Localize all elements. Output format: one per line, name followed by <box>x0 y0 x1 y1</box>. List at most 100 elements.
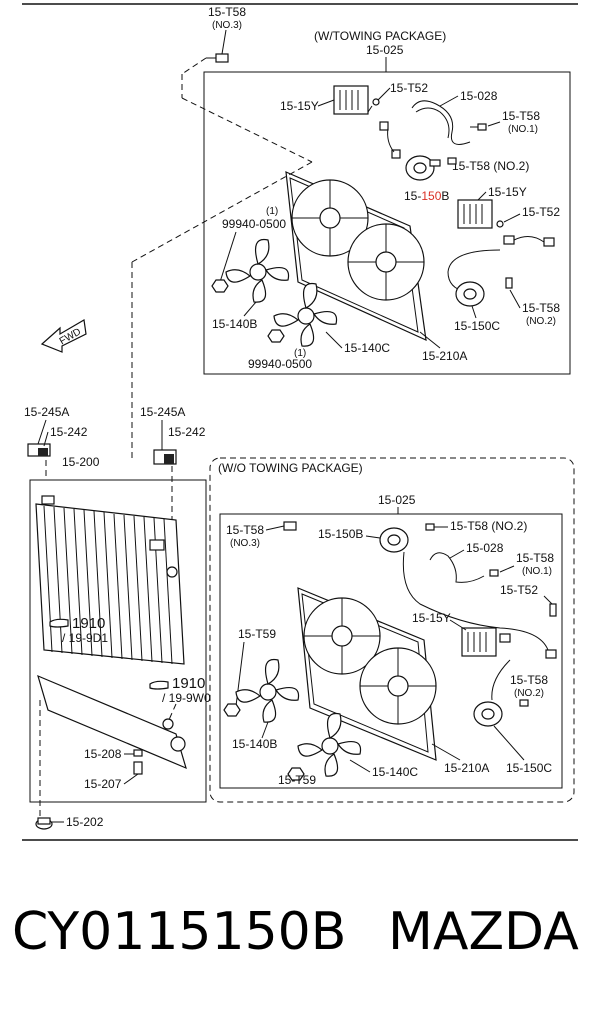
no-towing-inner-frame <box>219 513 563 789</box>
fan-motor-icon-150b-no-towing <box>379 527 409 553</box>
bracket-icon-245a-right <box>153 449 177 465</box>
brand-name: MAZDA <box>388 902 579 962</box>
label-99940-0500-towing-a: 99940-0500 <box>222 217 286 231</box>
label-15-200: 15-200 <box>62 455 100 469</box>
label-15-140c-no-towing: 15-140C <box>372 765 418 779</box>
bolt-icon-t58-no2a <box>447 157 457 165</box>
label-15-150b-towing: 15-150B <box>404 189 449 203</box>
relay-module-icon-a <box>333 85 369 115</box>
fan-blade-icon-140c-towing <box>273 282 338 347</box>
label-15-t52-towing-b: 15-T52 <box>522 205 560 219</box>
svg-text:(NO.1): (NO.1) <box>522 566 552 577</box>
bolt-icon-t58-no2b <box>505 277 513 289</box>
svg-text:/ 19-9D1: / 19-9D1 <box>62 631 108 645</box>
label-15-t58-no2-no-towing-b: 15-T58 <box>510 673 548 687</box>
bolt-icon-t58-no1-no-towing <box>489 569 499 577</box>
bolt-icon-t58-no2b-no-towing <box>519 699 529 707</box>
label-15-t59-no-towing-b: 15-T59 <box>278 773 316 787</box>
fwd-label: FWD <box>58 326 83 347</box>
part-number: CY0115150B <box>12 902 347 962</box>
label-15-025-towing: 15-025 <box>366 43 404 57</box>
label-15-140b-towing: 15-140B <box>212 317 257 331</box>
label-15-140c-towing: 15-140C <box>344 341 390 355</box>
connector-icon-b <box>503 235 555 247</box>
nut-icon-140c-towing <box>267 329 285 343</box>
svg-text:(NO.3): (NO.3) <box>230 538 260 549</box>
label-15-025-no-towing: 15-025 <box>378 493 416 507</box>
forward-arrow-icon: FWD <box>40 319 87 353</box>
label-15-t59-no-towing-a: 15-T59 <box>238 627 276 641</box>
no-towing-package-frame <box>209 457 575 803</box>
wiring-harness-icon-towing <box>411 100 471 145</box>
label-15-208: 15-208 <box>84 747 122 761</box>
relay-module-icon-no-towing <box>461 627 557 659</box>
label-99940-0500-towing-b: 99940-0500 <box>248 357 312 371</box>
fan-blade-icon-140b-towing <box>225 238 290 303</box>
nut-icon-140b-towing <box>211 279 229 293</box>
svg-text:/ 19-9W0: / 19-9W0 <box>162 691 211 705</box>
no-towing-section-title: (W/O TOWING PACKAGE) <box>218 461 363 475</box>
fan-motor-icon-150c-towing <box>455 281 485 307</box>
svg-text:(NO.1): (NO.1) <box>508 124 538 135</box>
label-15-210a-no-towing: 15-210A <box>444 761 489 775</box>
svg-text:(NO.2): (NO.2) <box>514 688 544 699</box>
drain-plug-icon-208 <box>133 749 143 757</box>
nut-icon-140b-no-towing <box>223 703 241 717</box>
label-15-15y-towing-b: 15-15Y <box>488 185 527 199</box>
hand-pointer-icon-a <box>49 618 69 628</box>
bolt-icon-t58-no1 <box>470 123 487 131</box>
label-15-t58-no1-no-towing: 15-T58 <box>516 551 554 565</box>
towing-section-title: (W/TOWING PACKAGE) <box>314 29 446 43</box>
screw-icon-t52-no-towing <box>549 603 557 617</box>
hand-pointer-icon-b <box>149 680 169 690</box>
screw-icon-t52-b <box>496 220 504 228</box>
svg-text:(NO.2): (NO.2) <box>526 316 556 327</box>
drain-cock-icon-207 <box>133 761 143 775</box>
label-15-15y-towing-a: 15-15Y <box>280 99 319 113</box>
fan-blade-icon-140b-no-towing <box>235 658 300 723</box>
bolt-icon-t58-no2a-no-towing <box>425 523 435 531</box>
fan-shroud-icon-no-towing <box>297 587 437 761</box>
label-15-150b-no-towing: 15-150B <box>318 527 363 541</box>
highlighted-part-number: 150 <box>421 189 441 203</box>
label-15-t58-no3-no-towing: 15-T58 <box>226 523 264 537</box>
bolt-icon-t58-top <box>206 53 229 63</box>
label-15-242-right: 15-242 <box>168 425 206 439</box>
towing-package-frame <box>203 71 571 375</box>
screw-icon-t52-a <box>367 98 380 113</box>
svg-text:(1): (1) <box>266 206 278 217</box>
relay-module-icon-b <box>457 199 493 229</box>
label-15-207: 15-207 <box>84 777 122 791</box>
label-15-210a-towing: 15-210A <box>422 349 467 363</box>
fan-motor-icon-150c-no-towing <box>473 701 503 727</box>
radiator-core-icon <box>35 495 185 665</box>
label-15-t58-no2-towing-b: 15-T58 <box>522 301 560 315</box>
radiator-frame <box>29 479 207 803</box>
label-15-245a-left: 15-245A <box>24 405 69 419</box>
label-15-150c-towing: 15-150C <box>454 319 500 333</box>
svg-text:(NO.3): (NO.3) <box>212 20 242 31</box>
label-1910-b: 1910 <box>172 675 205 692</box>
bracket-icon-245a-left <box>27 443 51 457</box>
label-15-150c-no-towing: 15-150C <box>506 761 552 775</box>
label-15-t52-towing-a: 15-T52 <box>390 81 428 95</box>
label-15-t58-no2-no-towing-a: 15-T58 (NO.2) <box>450 519 527 533</box>
label-1910-a: 1910 <box>72 615 105 632</box>
svg-text:(1): (1) <box>294 348 306 359</box>
lower-tank-icon <box>37 674 187 770</box>
label-15-245a-right: 15-245A <box>140 405 185 419</box>
connector-icon-a <box>379 121 401 159</box>
label-15-t58-no2-towing-a: 15-T58 (NO.2) <box>452 159 529 173</box>
footer: CY0115150B MAZDA <box>0 880 600 990</box>
label-15-t58-no1-towing: 15-T58 <box>502 109 540 123</box>
bolt-icon-t58-no3-no-towing <box>283 521 297 531</box>
label-15-15y-no-towing: 15-15Y <box>412 611 451 625</box>
fan-motor-icon-150b-towing <box>405 155 441 181</box>
label-15-t52-no-towing: 15-T52 <box>500 583 538 597</box>
nut-icon-t59-no-towing <box>287 767 305 781</box>
fan-blade-icon-140c-no-towing <box>297 712 362 777</box>
label-15-140b-no-towing: 15-140B <box>232 737 277 751</box>
cap-icon-202 <box>35 817 53 830</box>
fan-shroud-icon-towing <box>285 171 427 341</box>
